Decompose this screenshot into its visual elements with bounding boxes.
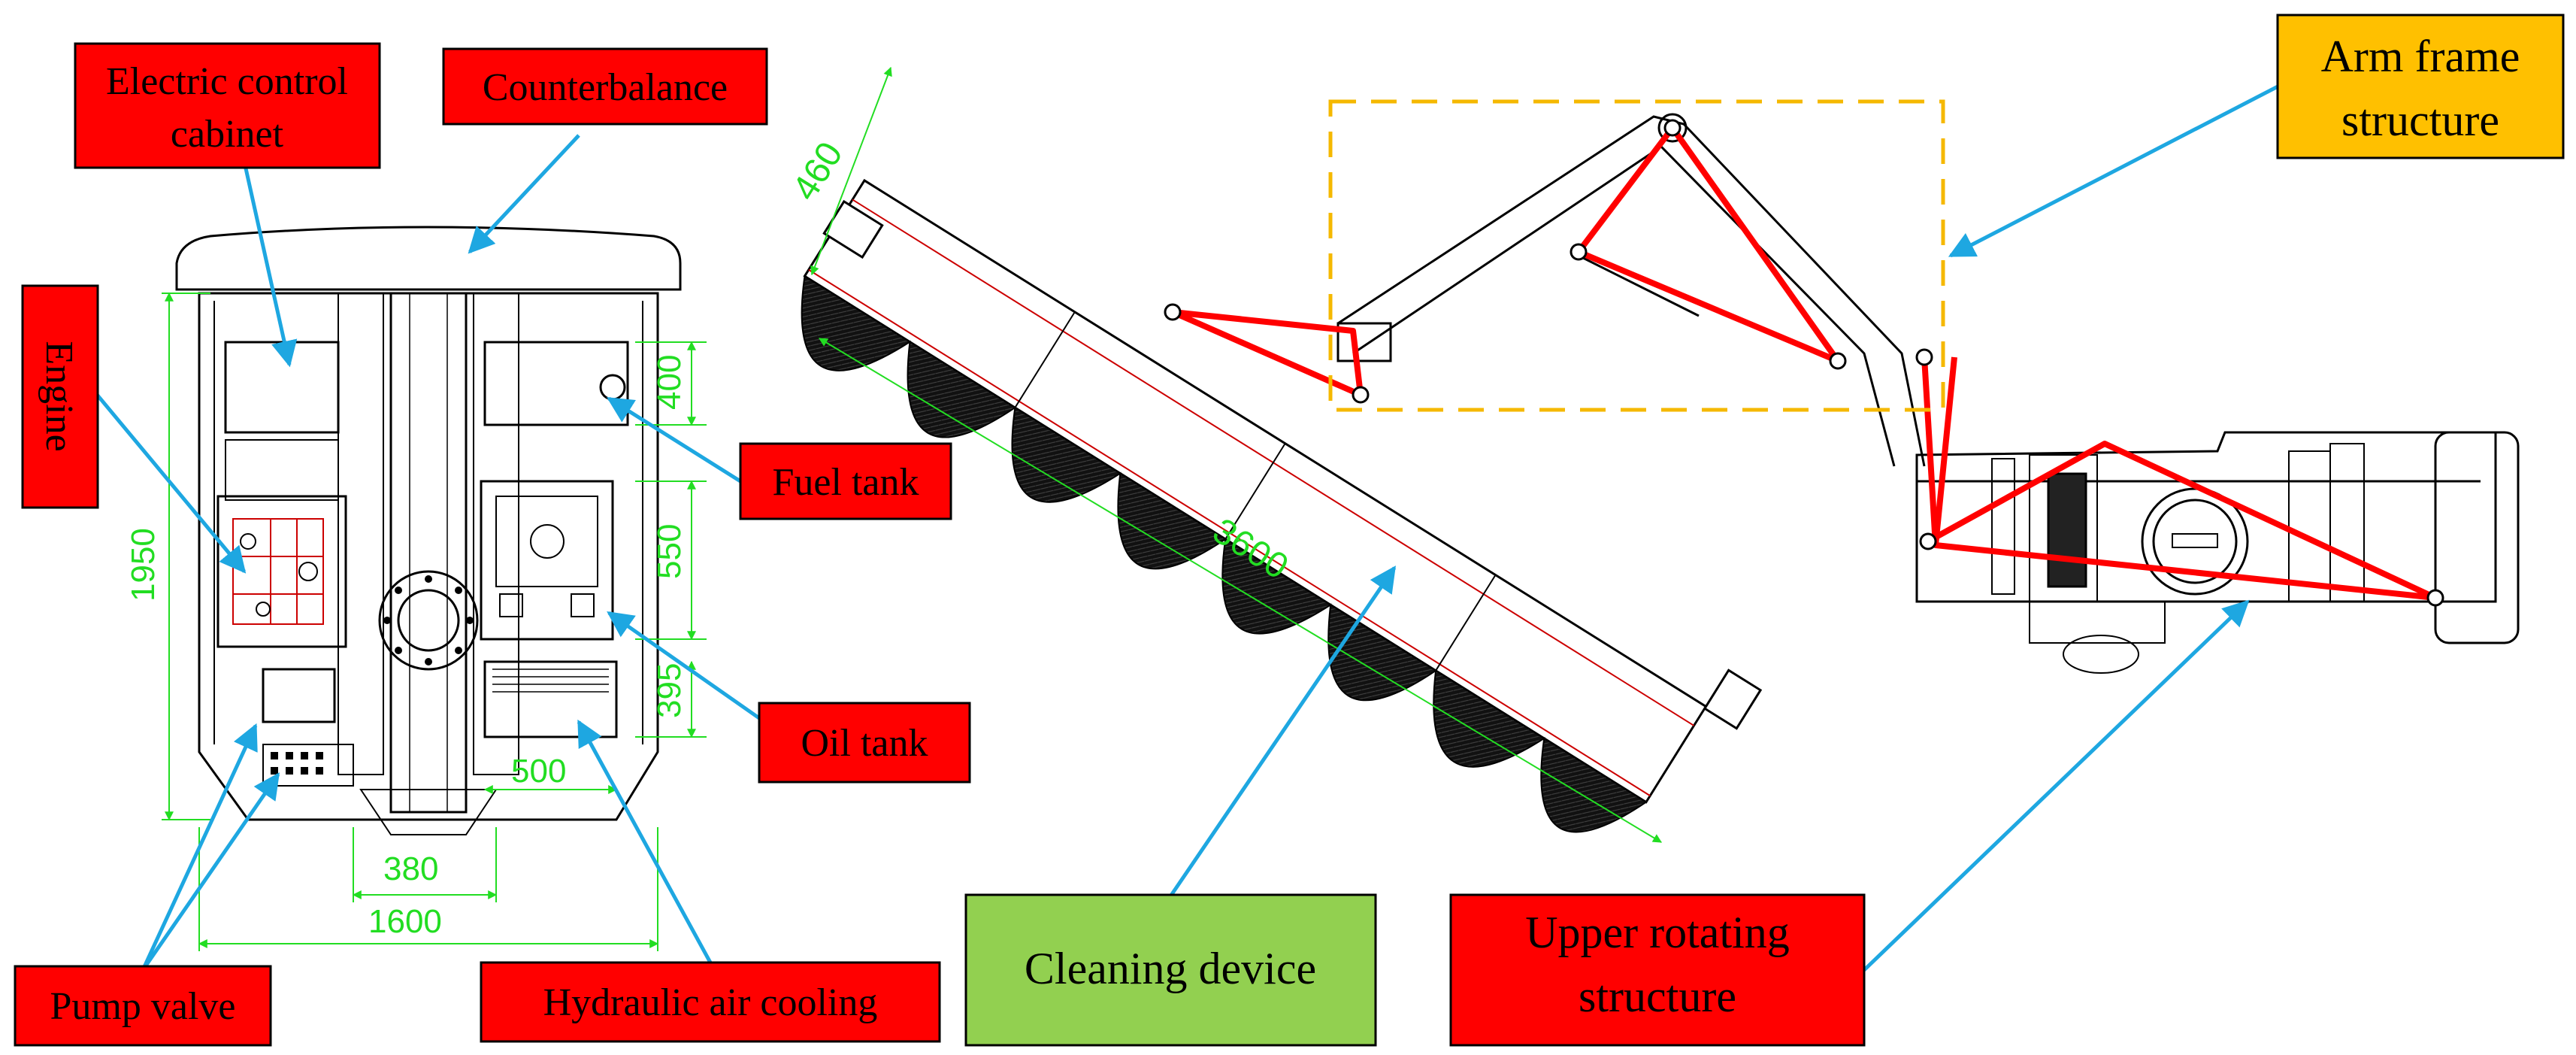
arrow-upper-rotating — [1863, 599, 2250, 972]
arm-frame-drawing — [1336, 113, 1926, 467]
rotary-joint — [378, 570, 479, 671]
arrow-pump-valve-1 — [141, 723, 258, 972]
arrow-cleaning-device — [1167, 565, 1397, 900]
pump-valve-box — [262, 668, 336, 723]
label-electric-control-cabinet-line1: Electric control — [106, 60, 348, 103]
label-engine-text: Engine — [38, 341, 80, 451]
fuel-tank-box — [483, 341, 629, 426]
dim-height-total: 1950 — [125, 528, 162, 602]
label-engine: Engine — [21, 284, 99, 509]
electric-cabinet-box — [224, 341, 340, 434]
label-counterbalance: Counterbalance — [442, 47, 768, 126]
label-counterbalance-text: Counterbalance — [483, 66, 728, 109]
label-oil-tank-text: Oil tank — [801, 722, 928, 765]
hydraulic-cooler-box — [483, 660, 618, 738]
arrow-arm-frame — [1948, 80, 2287, 258]
label-arm-frame-structure: Arm frame structure — [2276, 14, 2565, 159]
label-pump-valve: Pump valve — [14, 965, 272, 1047]
label-oil-tank: Oil tank — [758, 702, 971, 784]
arrow-oil-tank — [607, 611, 761, 720]
chassis-outline — [198, 292, 659, 821]
oil-tank-box — [480, 480, 614, 641]
dim-center-width: 380 — [383, 850, 438, 887]
counterbalance-shape — [175, 226, 682, 291]
label-hydraulic-air-cooling: Hydraulic air cooling — [480, 961, 941, 1043]
arrow-counterbalance — [468, 134, 580, 254]
arrow-fuel-tank — [607, 396, 742, 484]
cleaning-device-dimensions — [810, 66, 1663, 843]
label-arm-frame-line1: Arm frame — [2321, 32, 2520, 81]
pointer-arrows — [92, 80, 2287, 972]
top-view-drawing — [175, 226, 682, 835]
label-cleaning-device-text: Cleaning device — [1025, 944, 1316, 993]
central-boom — [389, 292, 468, 814]
engine-box — [216, 495, 347, 648]
dim-oil-tank-height: 550 — [651, 524, 688, 579]
dim-cooler-height: 395 — [651, 663, 688, 718]
label-hydraulic-air-cooling-text: Hydraulic air cooling — [543, 981, 878, 1024]
label-upper-rotating-line1: Upper rotating — [1525, 908, 1790, 957]
label-upper-rotating-structure: Upper rotating structure — [1449, 893, 1866, 1047]
dim-base-width: 1600 — [368, 903, 442, 940]
arm-frame-dashed-box — [1328, 99, 1945, 412]
top-view-dimensions — [162, 292, 707, 951]
dim-fuel-tank-height: 400 — [651, 355, 688, 410]
dim-cooler-width: 500 — [511, 753, 566, 790]
label-fuel-tank-text: Fuel tank — [773, 461, 919, 504]
label-fuel-tank: Fuel tank — [739, 442, 952, 520]
label-electric-control-cabinet-line2: cabinet — [171, 113, 284, 156]
arrow-electric-cabinet — [242, 161, 298, 368]
label-upper-rotating-line2: structure — [1579, 972, 1736, 1021]
label-arm-frame-line2: structure — [2341, 95, 2499, 145]
arrow-hydraulic-cooling — [577, 719, 713, 964]
label-cleaning-device: Cleaning device — [964, 893, 1377, 1047]
label-pump-valve-text: Pump valve — [50, 985, 236, 1028]
arm-joints — [1164, 119, 2444, 607]
arrow-pump-valve-2 — [141, 772, 280, 972]
arrow-engine — [92, 390, 247, 574]
label-electric-control-cabinet: Electric control cabinet — [74, 42, 381, 169]
